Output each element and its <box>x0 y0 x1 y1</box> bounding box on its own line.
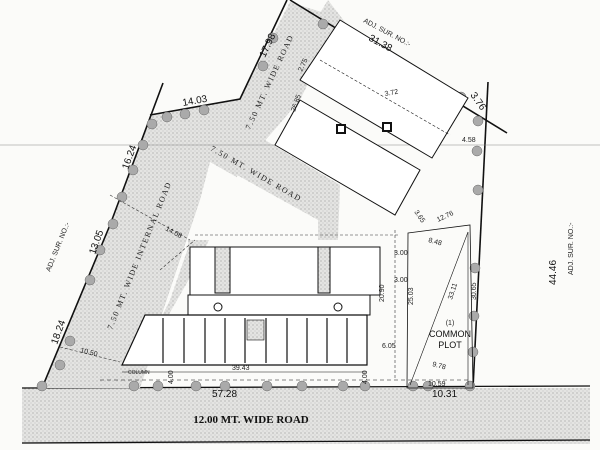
dimension-label: 30.65 <box>471 282 478 300</box>
dimension-label: 3.72 <box>384 89 399 98</box>
dimension-label: 20.90 <box>379 284 386 302</box>
dimension-label: 4.00 <box>362 370 369 384</box>
dimension-label: 9.78 <box>431 361 446 371</box>
common-plot-line1: COMMON <box>429 329 471 339</box>
dimension-label: 3.00 <box>394 277 408 284</box>
dimension-label: 12.76 <box>436 210 455 224</box>
common-plot <box>406 224 474 389</box>
main-road-label: 12.00 MT. WIDE ROAD <box>193 414 308 426</box>
internal-road <box>42 2 340 388</box>
adjacent-left-label: ADJ. SUR. NO.:- <box>45 221 71 273</box>
building-lower-block <box>121 314 368 366</box>
dimension-label: 3.00 <box>394 250 408 257</box>
dimension-label: 10.31 <box>432 389 457 400</box>
dimension-label: 57.28 <box>212 389 237 400</box>
common-plot-number: (1) <box>446 320 455 327</box>
dimension-label: 10.50 <box>79 347 98 358</box>
building-upper-right <box>274 19 469 216</box>
column-label: COLUMN <box>128 370 150 376</box>
dimension-label: 4.00 <box>168 370 175 384</box>
dimension-label: 44.46 <box>548 260 559 285</box>
dimension-label: 25.03 <box>408 287 415 305</box>
dimension-label: 14.03 <box>182 94 209 109</box>
dimension-label: 10.59 <box>428 381 446 388</box>
dimension-label: 3.65 <box>412 209 426 224</box>
dimension-label: 6.05 <box>382 343 396 350</box>
common-plot-line2: PLOT <box>438 340 462 350</box>
dimension-label: 33.11 <box>447 282 459 300</box>
building-upper-block <box>187 246 381 316</box>
middle-road <box>210 140 340 240</box>
dimension-label: 3.76 <box>468 90 488 113</box>
dimension-label: 39.43 <box>232 365 250 372</box>
adjacent-right-label: ADJ. SUR. NO.:- <box>568 222 575 275</box>
dimension-label: 8.48 <box>427 237 442 247</box>
main-road <box>22 388 590 444</box>
dimension-label: 4.58 <box>462 137 476 144</box>
